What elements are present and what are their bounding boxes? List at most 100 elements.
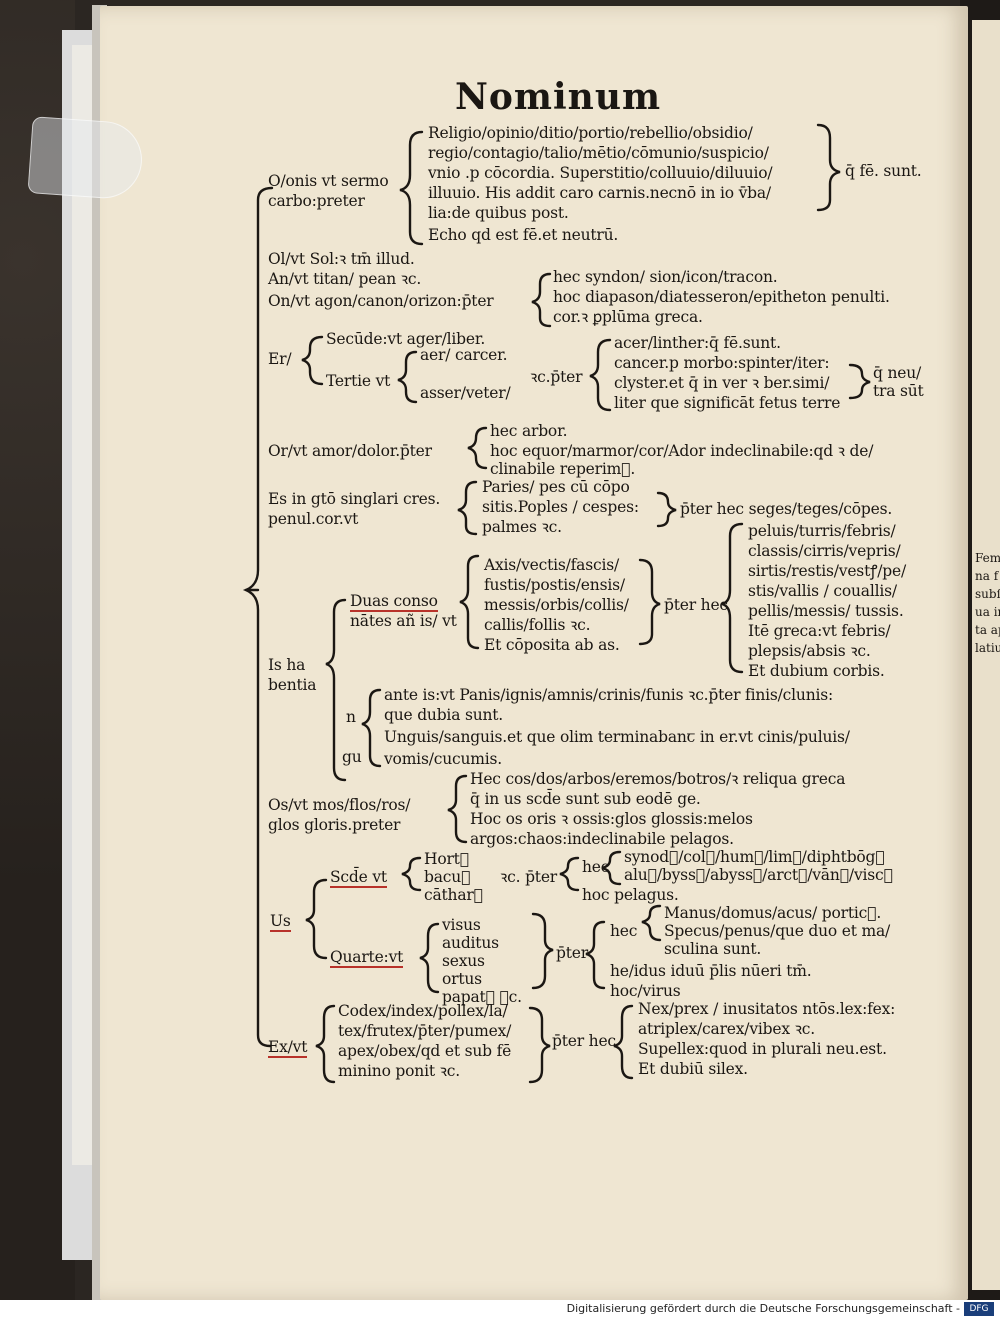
onis-line: lia:de quibus post. (428, 204, 569, 222)
next-page-text: ua in (975, 605, 1000, 619)
ex-right-line: Et dubiū silex. (638, 1060, 748, 1078)
is-duas-1: Duas conso (350, 592, 438, 612)
is-duas-line: Axis/vectis/fascis/ (484, 556, 619, 574)
ex-right-line: atriplex/carex/vibex ꝛc. (638, 1020, 815, 1038)
or-line: hec arbor. (490, 422, 568, 440)
us-scde-bracket (401, 856, 422, 892)
er-tertie-item: aer/ carcer. (420, 346, 508, 364)
us-hec: hec (582, 858, 610, 876)
us-hec-line: alu᷒/byss᷒/abyss᷒/arct᷒/vān᷒/visc᷒ (624, 866, 893, 884)
or-line: hoc equor/marmor/cor/Ador indeclinabile:… (490, 442, 874, 460)
es-label-2: penul.cor.vt (268, 510, 359, 528)
os-bracket (447, 774, 468, 844)
es-line: palmes ꝛc. (482, 518, 562, 536)
er-secunde: Secūde:vt ager/liber. (326, 330, 486, 348)
ex-line: Codex/index/pollex/la/ (338, 1002, 508, 1020)
os-line: argos:chaos:indeclinabile pelagos. (470, 830, 734, 848)
er-line: acer/linther:q̄ fē.sunt. (614, 334, 781, 352)
us-quarte-item: visus (442, 916, 481, 934)
is-n: n (346, 708, 356, 726)
on-line: cor.ꝛ ꝑplūma greca. (553, 308, 703, 326)
us-quarte-bracket (419, 922, 440, 994)
us-hoc-virus: hoc/virus (610, 982, 681, 1000)
next-page-text: na f (975, 569, 999, 583)
on-label: On/vt agon/canon/orizon:p̄ter (268, 292, 494, 310)
ex-right-bracket (528, 1006, 551, 1084)
er-line: clyster.et q̄ in ver ꝛ ber.simi/ (614, 374, 830, 392)
is-duas-line: messis/orbis/collis/ (484, 596, 629, 614)
next-page-text: subſ (975, 587, 1000, 601)
ex-hec-bracket (613, 1004, 634, 1080)
or-bracket (467, 426, 488, 470)
er-tail-1: q̄ neu/ (873, 364, 922, 382)
us-label: Us (270, 912, 291, 932)
on-bracket (531, 272, 552, 328)
us-hec2-line: Specus/penus/que duo et ma/ (664, 922, 891, 940)
is-duas-2: nātes añ is/ vt (350, 612, 457, 630)
us-hec-bracket (559, 856, 580, 892)
onis-bracket (399, 130, 424, 246)
us-preter: p̄ter (556, 944, 588, 962)
or-label: Or/vt amor/dolor.p̄ter (268, 442, 432, 460)
footer-bar: Digitalisierung gefördert durch die Deut… (0, 1300, 1000, 1319)
us-quarte-item: sexus (442, 952, 485, 970)
es-right-bracket (656, 491, 677, 528)
os-line: Hec cos/dos/arbos/eremos/botros/ꝛ reliqu… (470, 770, 846, 788)
ex-bracket (315, 1004, 336, 1084)
er-right-bracket (848, 363, 871, 400)
us-preter-bracket (585, 920, 606, 990)
er-tertie-item: asser/veter/ (420, 384, 511, 402)
is-duas-line: Et cōposita ab as. (484, 636, 620, 654)
is-right-line: peluis/turris/febris/ (748, 522, 896, 540)
ol-line: Ol/vt Sol:ꝛ tm̄ illud. (268, 250, 415, 268)
es-bracket (457, 480, 478, 536)
is-right-line: Itē greca:vt febris/ (748, 622, 891, 640)
es-line: sitis.Poples / cespes: (482, 498, 639, 516)
er-bracket (301, 335, 324, 386)
ex-label: Ex/vt (268, 1038, 308, 1058)
er-tertie: Tertie vt (326, 372, 391, 390)
on-line: hoc diapason/diatesseron/epitheton penul… (553, 288, 890, 306)
is-right-line: classis/cirris/vepris/ (748, 542, 901, 560)
us-etc-preter: ꝛc. p̄ter (500, 868, 558, 886)
is-n-line: vomis/cucumis. (384, 750, 502, 768)
onis-label-1: O/onis vt sermo (268, 172, 389, 190)
onis-line: vnio .p cōcordia. Superstitio/colluuio/d… (428, 164, 773, 182)
us-quarte-item: ortus (442, 970, 482, 988)
is-bracket (325, 598, 347, 782)
onis-line: regio/contagio/talio/mētio/cōmunio/suspi… (428, 144, 769, 162)
ex-right-line: Nex/prex / inusitatos ntōs.lex:fex: (638, 1000, 896, 1018)
er-preter-bracket (589, 338, 612, 412)
is-gu: gu (342, 748, 362, 766)
er-line: liter que significāt fetus terre (614, 394, 841, 412)
us-hoc-pelagus: hoc pelagus. (582, 886, 679, 904)
next-page (972, 20, 1000, 1290)
us-scde: Scd̄e vt (330, 868, 387, 888)
us-quarte-item: papat᷒ ꝛc. (442, 988, 522, 1006)
is-right-line: Et dubium corbis. (748, 662, 885, 680)
onis-line: illuuio. His addit caro carnis.necnō in … (428, 184, 771, 202)
onis-right-bracket (816, 123, 841, 212)
main-bracket (242, 186, 274, 1048)
ex-right-line: Supellex:quod in plurali neu.est. (638, 1040, 887, 1058)
next-page-text: ta ap (975, 623, 1000, 637)
is-duas-bracket (459, 554, 480, 650)
er-etc: ꝛc.p̄ter (530, 368, 583, 386)
is-right-line: pellis/messis/ tussis. (748, 602, 904, 620)
is-n-line: ante is:vt Panis/ignis/amnis/crinis/funi… (384, 686, 834, 704)
us-quarte-right-bracket (531, 912, 554, 990)
es-tail: p̄ter hec seges/teges/cōpes. (680, 500, 893, 518)
us-quarte: Quarte:vt (330, 948, 404, 968)
es-label-1: Es in gtō singlari cres. (268, 490, 441, 508)
onis-line: Religio/opinio/ditio/portio/rebellio/obs… (428, 124, 753, 142)
is-n-line: Unguis/sanguis.et que olim terminabanꞇ i… (384, 728, 850, 746)
is-right-line: sirtis/restis/vestꝭ/pe/ (748, 562, 906, 580)
page-title: Nominum (455, 76, 662, 118)
ex-line: minino ponit ꝛc. (338, 1062, 460, 1080)
us-hec2-bracket (641, 904, 662, 942)
es-line: Paries/ pes cū cōpo (482, 478, 630, 496)
os-label-1: Os/vt mos/flos/ros/ (268, 796, 411, 814)
is-right-bracket (721, 522, 744, 674)
